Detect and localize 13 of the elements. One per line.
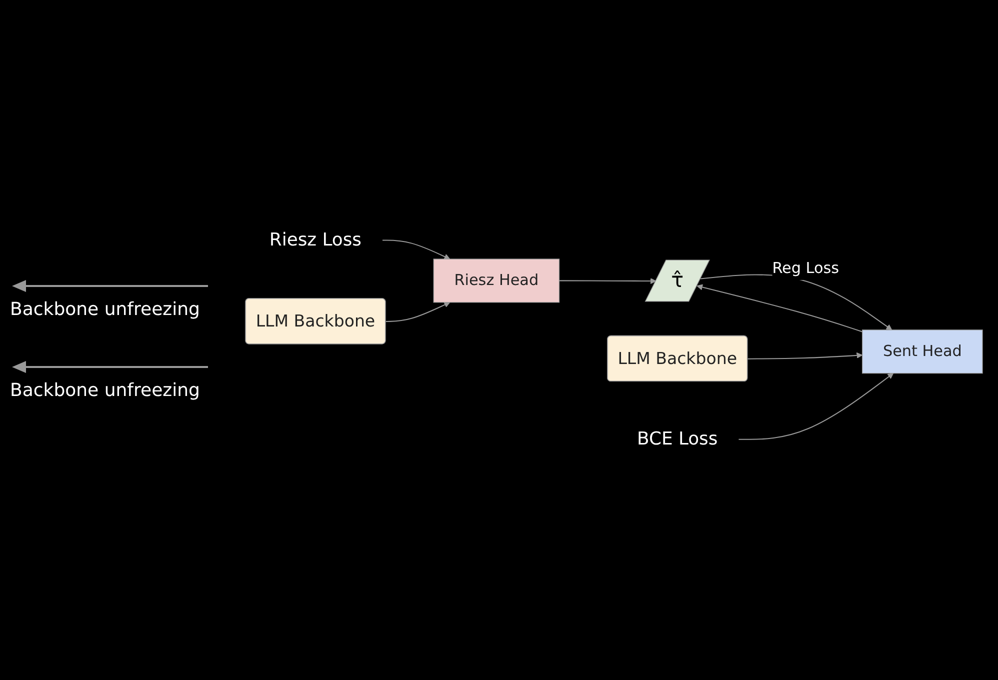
node-box: Sent Head	[862, 330, 983, 374]
arrow	[748, 352, 863, 360]
arrow	[559, 278, 656, 284]
arrow	[382, 240, 450, 260]
arrow	[738, 373, 894, 440]
edge-label: Reg Loss	[772, 260, 839, 278]
node-text: Riesz Loss	[269, 230, 362, 250]
arrow-caption: Backbone unfreezing	[10, 380, 200, 401]
arrow-caption: Backbone unfreezing	[10, 299, 200, 320]
arrow	[696, 284, 862, 332]
node-text: BCE Loss	[636, 428, 718, 450]
node-box: Riesz Head	[433, 258, 560, 303]
arrow	[386, 302, 450, 322]
